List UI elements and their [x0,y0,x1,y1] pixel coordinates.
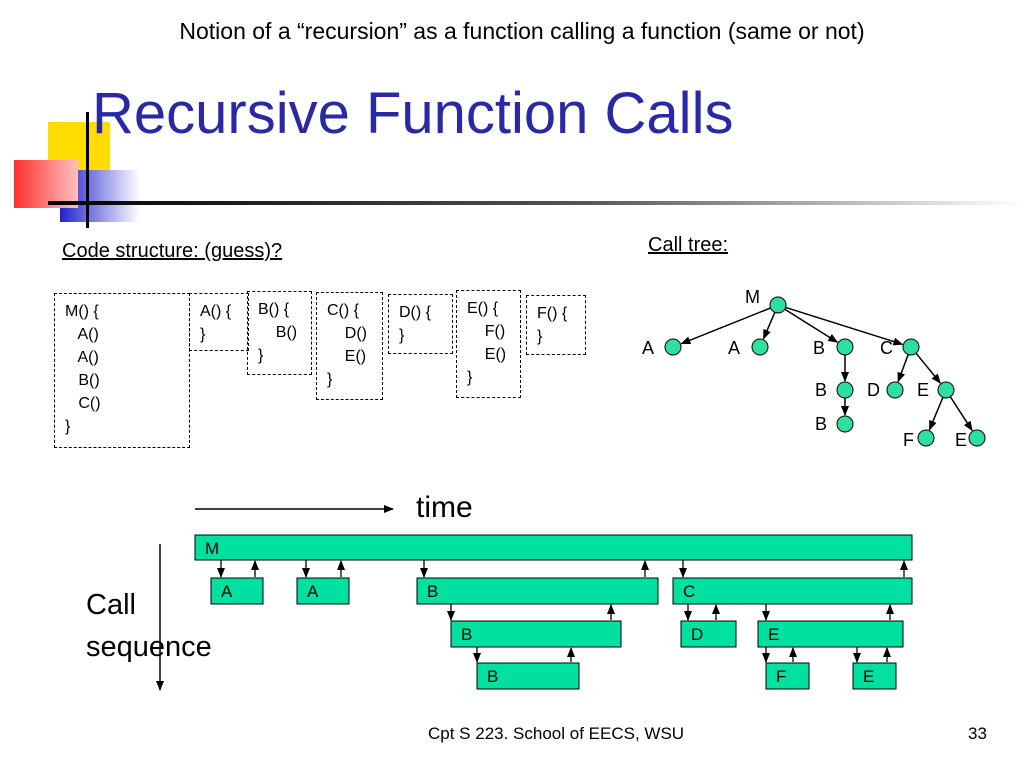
call-tree-heading: Call tree: [648,234,729,256]
tree-node-label: D [867,380,880,400]
call-bar [680,620,737,648]
code-line: } [399,327,405,344]
tree-node-label: B [815,414,827,434]
call-bar [765,662,810,690]
tree-node [968,429,986,447]
code-structure-heading: Code structure: (guess)? [62,240,283,262]
call-bar-label: B [487,667,498,686]
code-line: E() { [467,300,499,317]
tree-edge [762,312,776,340]
tree-node [751,338,769,356]
call-bar [210,577,264,605]
tree-node [917,429,935,447]
call-bar-label: D [691,625,703,644]
tree-node-label: M [745,287,760,307]
slide-subtitle-note: Notion of a “recursion” as a function ca… [179,18,865,44]
tree-node [886,381,904,399]
call-bar-label: E [863,667,874,686]
tree-node [836,415,854,433]
code-line: C() { [327,302,359,319]
tree-node-label: A [728,338,740,358]
tree-edge [928,397,944,431]
call-bar-label: B [427,582,438,601]
call-sequence-label: Call [86,589,136,621]
code-line: } [200,326,206,343]
code-line: } [327,371,333,388]
call-bar-label: A [221,582,233,601]
deco-red-square [14,160,78,208]
tree-node-label: A [642,338,654,358]
code-line: F() { [537,305,568,322]
call-bar [672,577,913,605]
code-box-m: M() { A() A() B() C()} [54,293,190,448]
tree-node-label: C [880,338,893,358]
code-box-b: B() { B()} [247,291,312,375]
tree-node [902,338,920,356]
code-line: B() { [258,301,290,318]
tree-edge [785,306,904,346]
deco-vertical-line [86,112,89,228]
code-line: A() [65,349,99,366]
tree-edge [680,307,771,345]
code-line: } [537,328,543,345]
call-bar-label: C [683,582,695,601]
tree-node-label: F [903,430,914,450]
code-box-f: F() {} [526,295,586,355]
deco-horizontal-line [48,201,1024,205]
code-line: A() [65,326,99,343]
code-line: } [467,369,473,386]
code-line: E() [327,348,367,365]
call-bar [194,534,913,561]
tree-node [664,338,682,356]
footer-course: Cpt S 223. School of EECS, WSU [428,724,685,743]
code-line: } [65,418,71,435]
code-line: B() [65,372,100,389]
call-bar-label: B [461,625,472,644]
slide-decoration [14,112,1024,228]
tree-edge [897,354,909,383]
tree-node-label: E [955,430,967,450]
code-line: D() [327,325,367,342]
tree-edge [949,396,973,432]
tree-edge [784,308,839,343]
call-bar [296,577,350,605]
tree-node [769,296,787,314]
call-bar-label: A [307,582,319,601]
tree-node [836,381,854,399]
call-bar-label: M [205,539,219,558]
tree-node [836,338,854,356]
code-line: C() [65,395,101,412]
time-label: time [416,491,473,524]
code-line: } [258,347,264,364]
call-bar [757,620,904,648]
code-box-c: C() { D() E()} [316,292,383,400]
code-box-d: D() {} [388,294,453,354]
call-sequence-label: sequence [86,631,212,663]
code-box-a: A() {} [189,293,249,351]
call-bar [476,662,580,690]
tree-node [937,381,955,399]
call-tree: M A A B C B D E B F E [642,287,986,450]
tree-node-label: B [815,380,827,400]
call-bar-label: F [776,667,786,686]
code-line: F() [467,323,506,340]
tree-node-label: B [813,338,825,358]
code-line: M() { [65,303,99,320]
tree-edge [915,352,941,384]
code-line: E() [467,346,507,363]
slide-title: Recursive Function Calls [92,81,734,146]
call-bar-label: E [768,625,779,644]
call-bar [450,620,622,648]
tree-node-label: E [917,380,929,400]
call-bar [416,577,659,605]
page-number: 33 [968,724,987,743]
code-line: A() { [200,303,232,320]
code-line: B() [258,324,298,341]
code-line: D() { [399,304,431,321]
call-bar [852,662,897,690]
code-box-e: E() { F() E()} [456,290,521,398]
